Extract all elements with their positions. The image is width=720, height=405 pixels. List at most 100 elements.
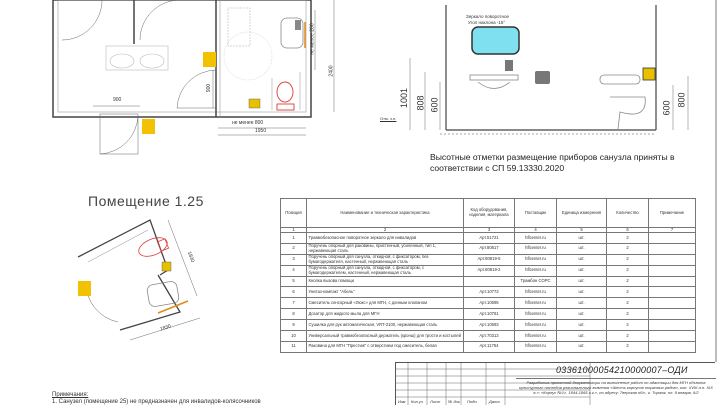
- header-note: Примечание: [648, 198, 696, 228]
- cell-code: [463, 275, 515, 288]
- cell-note: [648, 340, 696, 353]
- cell-quantity: 2: [606, 319, 649, 332]
- cell-name: Унитаз-компакт "Абель": [306, 286, 464, 299]
- column-number-row: 1 2 3 4 5 6 7: [280, 227, 696, 233]
- note-item: 1. Санузел (помещение 25) не предназначе…: [52, 399, 261, 405]
- dim-800: 800: [676, 92, 687, 108]
- cell-supplier: hflcenter.ru: [514, 286, 557, 299]
- dim-600-left: 600: [429, 97, 440, 113]
- cell-name: Поручень опорный для санузла, откидной, …: [306, 253, 464, 266]
- cell-name: Травмобезопасное поворотное зеркало для …: [306, 232, 464, 244]
- cell-position: 6: [280, 286, 307, 299]
- cell-note: [648, 232, 696, 244]
- dim-min-200: не менее 200: [309, 23, 316, 55]
- cell-position: 1: [280, 232, 307, 244]
- cell-unit: шт.: [556, 308, 607, 321]
- cell-quantity: 2: [606, 297, 649, 310]
- cell-code: Арт.10595: [463, 297, 515, 310]
- cell-unit: шт.: [556, 340, 607, 353]
- header-name: Наименование и техническая характеристик…: [306, 198, 464, 228]
- cell-supplier: hflcenter.ru: [514, 242, 557, 255]
- cell-name: Универсальный травмобезопасный держатель…: [306, 330, 464, 342]
- cell-name: Смеситель сенсорный «Люкс» для МГН, с до…: [306, 297, 464, 310]
- cell-position: 4: [280, 264, 307, 277]
- cell-note: [648, 319, 696, 332]
- cell-quantity: 2: [606, 286, 649, 299]
- cell-note: [648, 308, 696, 321]
- cell-supplier: Трамбон СОРС: [514, 275, 557, 288]
- table-header-row: Позиция Наименование и техническая харак…: [280, 198, 696, 228]
- cell-position: 10: [280, 330, 307, 342]
- cell-note: [648, 242, 696, 255]
- cell-note: [648, 330, 696, 342]
- dim-min-800: не менее 800: [232, 120, 264, 126]
- cell-name: Дозатор для жидкого мыла для МГН: [306, 308, 464, 321]
- cell-position: 3: [280, 253, 307, 266]
- dim-600-right: 600: [661, 100, 672, 116]
- col-number: 7: [648, 227, 696, 233]
- col-sheet: Лист: [430, 399, 441, 404]
- title-block: 03361000054210000007–ОДИ Разработка прое…: [395, 362, 716, 405]
- cell-unit: шт.: [556, 275, 607, 288]
- mirror-label: Зеркало поворотное: [466, 14, 509, 19]
- cell-quantity: 2: [606, 330, 649, 342]
- cell-supplier: hflcenter.ru: [514, 297, 557, 310]
- cell-supplier: hflcenter.ru: [514, 330, 557, 342]
- dim-door-width: 900: [113, 97, 122, 103]
- cell-quantity: 2: [606, 275, 649, 288]
- mirror-angle-label: Угол наклона -15°: [468, 20, 506, 25]
- elevation-note: Высотные отметки размещение приборов сан…: [430, 152, 675, 173]
- cell-position: 5: [280, 275, 307, 288]
- cell-unit: шт.: [556, 253, 607, 266]
- cell-unit: шт.: [556, 330, 607, 342]
- cell-unit: шт.: [556, 264, 607, 277]
- col-date: Дата: [489, 399, 500, 404]
- cell-unit: шт.: [556, 286, 607, 299]
- cell-code: Арт.10773: [463, 286, 515, 299]
- cell-supplier: hflcenter.ru: [514, 232, 557, 244]
- cell-name: Поручень опорный для раковины, пристенны…: [306, 242, 464, 255]
- cell-note: [648, 297, 696, 310]
- cell-code: Арт.10761: [463, 308, 515, 321]
- cell-note: [648, 275, 696, 288]
- cell-note: [648, 264, 696, 277]
- cell-position: 11: [280, 340, 307, 353]
- header-code: Код оборудования, изделия, материала: [463, 198, 515, 228]
- dim-1001: 1001: [399, 87, 410, 109]
- cell-note: [648, 286, 696, 299]
- cell-code: Арт.11754: [463, 340, 515, 353]
- cell-unit: шт.: [556, 242, 607, 255]
- accessibility-sign-icon: [78, 281, 91, 296]
- cell-position: 2: [280, 242, 307, 255]
- dim-808: 808: [415, 95, 426, 111]
- col-sign: Подп.: [467, 399, 478, 404]
- col-change: Изм: [398, 399, 406, 404]
- cell-code: Арт.80819-2: [463, 264, 515, 277]
- cell-supplier: hflcenter.ru: [514, 253, 557, 266]
- floor-plan-room-125: [77, 219, 201, 341]
- floor-level-label: Отм. ч.п.: [380, 116, 397, 121]
- dim-door-height: 900: [206, 83, 213, 93]
- cell-supplier: hflcenter.ru: [514, 308, 557, 321]
- cell-quantity: 2: [606, 232, 649, 244]
- header-unit: Единица измерения: [556, 198, 607, 228]
- room-title: Помещение 1.25: [88, 193, 204, 209]
- header-position: Позиция: [280, 198, 307, 228]
- cell-position: 7: [280, 297, 307, 310]
- cell-unit: шт.: [556, 297, 607, 310]
- cell-quantity: 2: [606, 253, 649, 266]
- cell-supplier: hflcenter.ru: [514, 340, 557, 353]
- project-description: Разработка проектной документации на вып…: [516, 378, 716, 395]
- cell-quantity: 2: [606, 242, 649, 255]
- specification-table: Позиция Наименование и техническая харак…: [280, 198, 696, 353]
